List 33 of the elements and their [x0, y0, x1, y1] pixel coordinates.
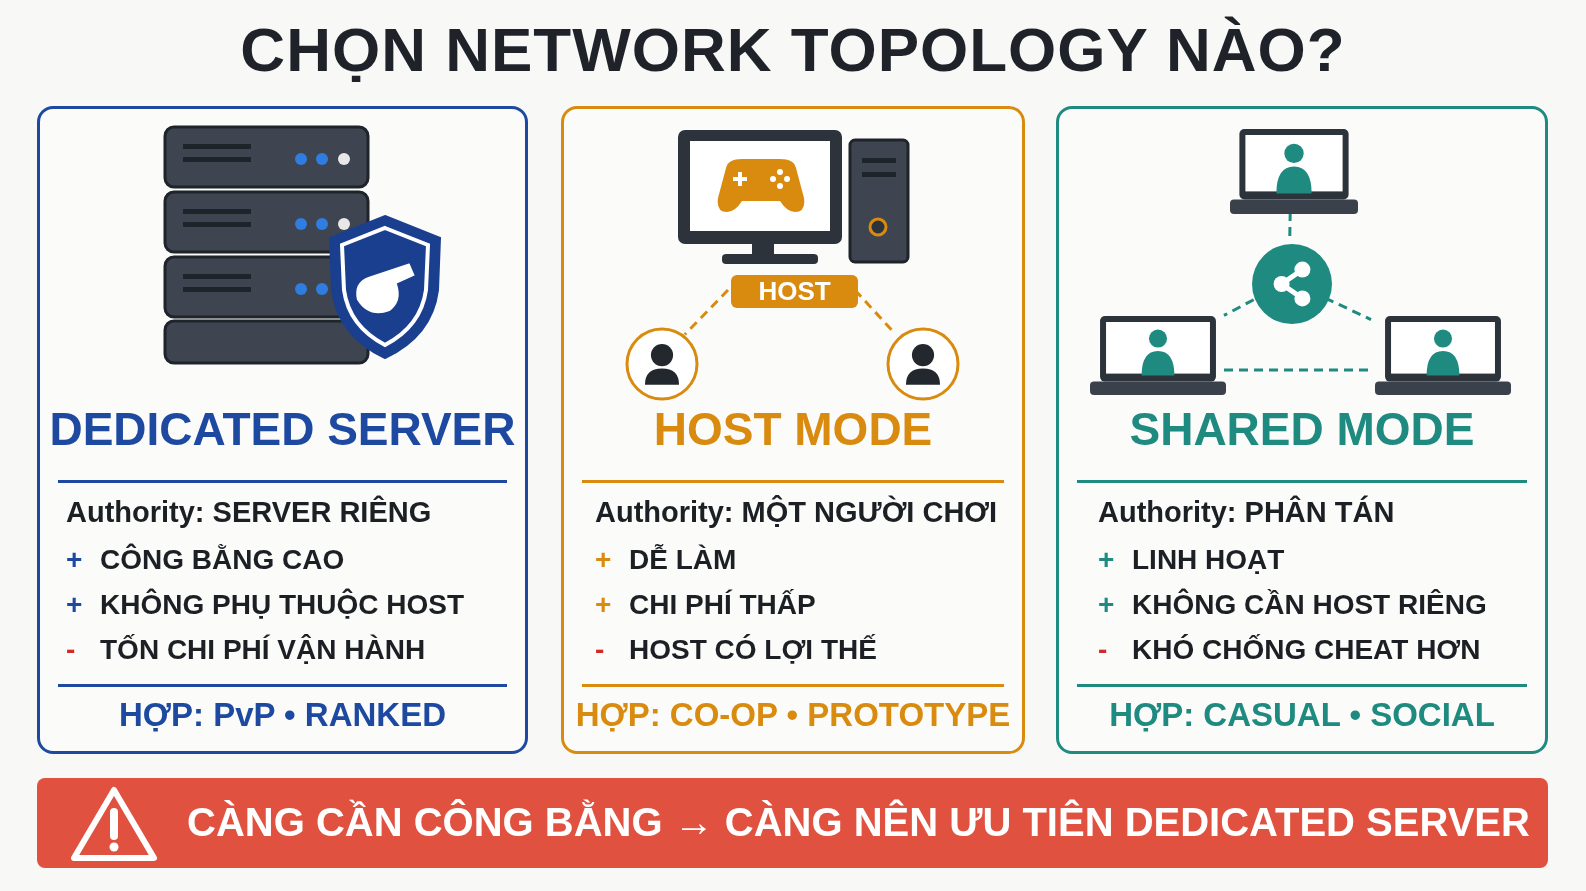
authority-text: Authority: SERVER RIÊNG — [66, 496, 432, 529]
pro-item: + KHÔNG CẦN HOST RIÊNG — [1098, 589, 1487, 621]
option-card — [561, 106, 1025, 754]
pro-item: + LINH HOẠT — [1098, 544, 1285, 576]
pro-item: + CHI PHÍ THẤP — [595, 589, 816, 621]
authority-text: Authority: MỘT NGƯỜI CHƠI — [595, 496, 998, 529]
laptop-user-drawing — [1089, 314, 1227, 396]
dashed-connector — [1223, 298, 1255, 317]
banner-text: CÀNG CẦN CÔNG BẰNG → CÀNG NÊN ƯU TIÊN DEDICATED SERVER — [187, 800, 1530, 845]
authority-text: Authority: PHÂN TÁN — [1098, 496, 1395, 529]
use-case-text: HỢP: PvP • RANKED — [118, 696, 447, 734]
card-heading: DEDICATED SERVER — [48, 402, 517, 456]
card-heading: HOST MODE — [652, 402, 934, 456]
player-avatar-circle — [625, 327, 699, 401]
option-card — [37, 106, 528, 754]
title: CHỌN NETWORK TOPOLOGY NÀO? — [239, 14, 1347, 85]
con-item: - KHÓ CHỐNG CHEAT HƠN — [1098, 634, 1481, 666]
pro-item: + CÔNG BẰNG CAO — [66, 544, 345, 576]
share-node — [1252, 244, 1332, 324]
player-avatar-circle — [886, 327, 960, 401]
pro-item: + DỄ LÀM — [595, 544, 737, 576]
con-item: - HOST CÓ LỢI THẾ — [595, 634, 877, 666]
use-case-text: HỢP: CASUAL • SOCIAL — [1108, 696, 1496, 734]
warning-banner — [37, 778, 1548, 868]
pro-item: + KHÔNG PHỤ THUỘC HOST — [66, 589, 464, 621]
laptop-user-drawing — [1229, 127, 1359, 215]
card-heading: SHARED MODE — [1128, 402, 1476, 456]
laptop-user-drawing — [1374, 314, 1512, 396]
use-case-text: HỢP: CO-OP • PROTOTYPE — [574, 696, 1012, 734]
option-card — [1056, 106, 1548, 754]
con-item: - TỐN CHI PHÍ VẬN HÀNH — [66, 634, 426, 666]
dashed-connector — [1224, 368, 1371, 372]
host-badge: HOST — [731, 275, 858, 308]
